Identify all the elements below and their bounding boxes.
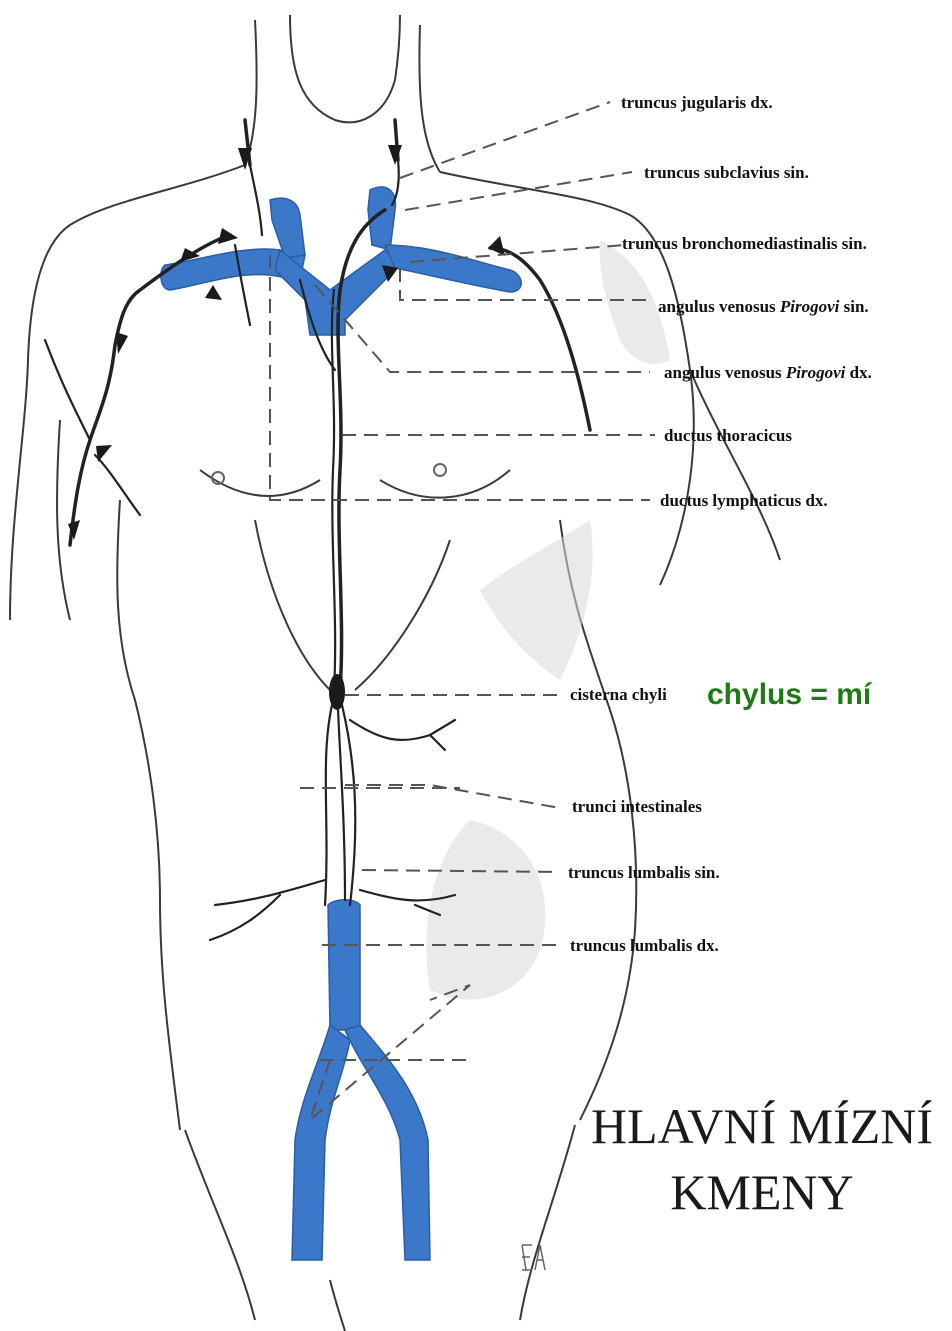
labels: truncus jugularis dx. truncus subclavius… <box>568 93 872 955</box>
title-line-2: KMENY <box>670 1164 853 1220</box>
label-trunci-intestinales: trunci intestinales <box>572 797 702 816</box>
label-truncus-jugularis-dx: truncus jugularis dx. <box>621 93 773 112</box>
label-cisterna-chyli: cisterna chyli <box>570 685 667 704</box>
title-line-1: HLAVNÍ MÍZNÍ <box>591 1098 933 1154</box>
label-truncus-subclavius-sin: truncus subclavius sin. <box>644 163 809 182</box>
label-truncus-bronchomediastinalis-sin: truncus bronchomediastinalis sin. <box>622 234 867 253</box>
veins <box>161 187 521 1260</box>
chylus-note: chylus = mí <box>707 678 873 711</box>
label-ductus-lymphaticus-dx: ductus lymphaticus dx. <box>660 491 828 510</box>
label-truncus-lumbalis-sin: truncus lumbalis sin. <box>568 863 720 882</box>
label-angulus-venosus-dx: angulus venosus Pirogovi dx. <box>664 363 872 382</box>
lymph-vessels <box>45 120 590 940</box>
label-truncus-lumbalis-dx: truncus lumbalis dx. <box>570 936 719 955</box>
label-angulus-venosus-sin: angulus venosus Pirogovi sin. <box>658 297 869 316</box>
label-ductus-thoracicus: ductus thoracicus <box>664 426 792 445</box>
artist-signature <box>522 1245 545 1270</box>
